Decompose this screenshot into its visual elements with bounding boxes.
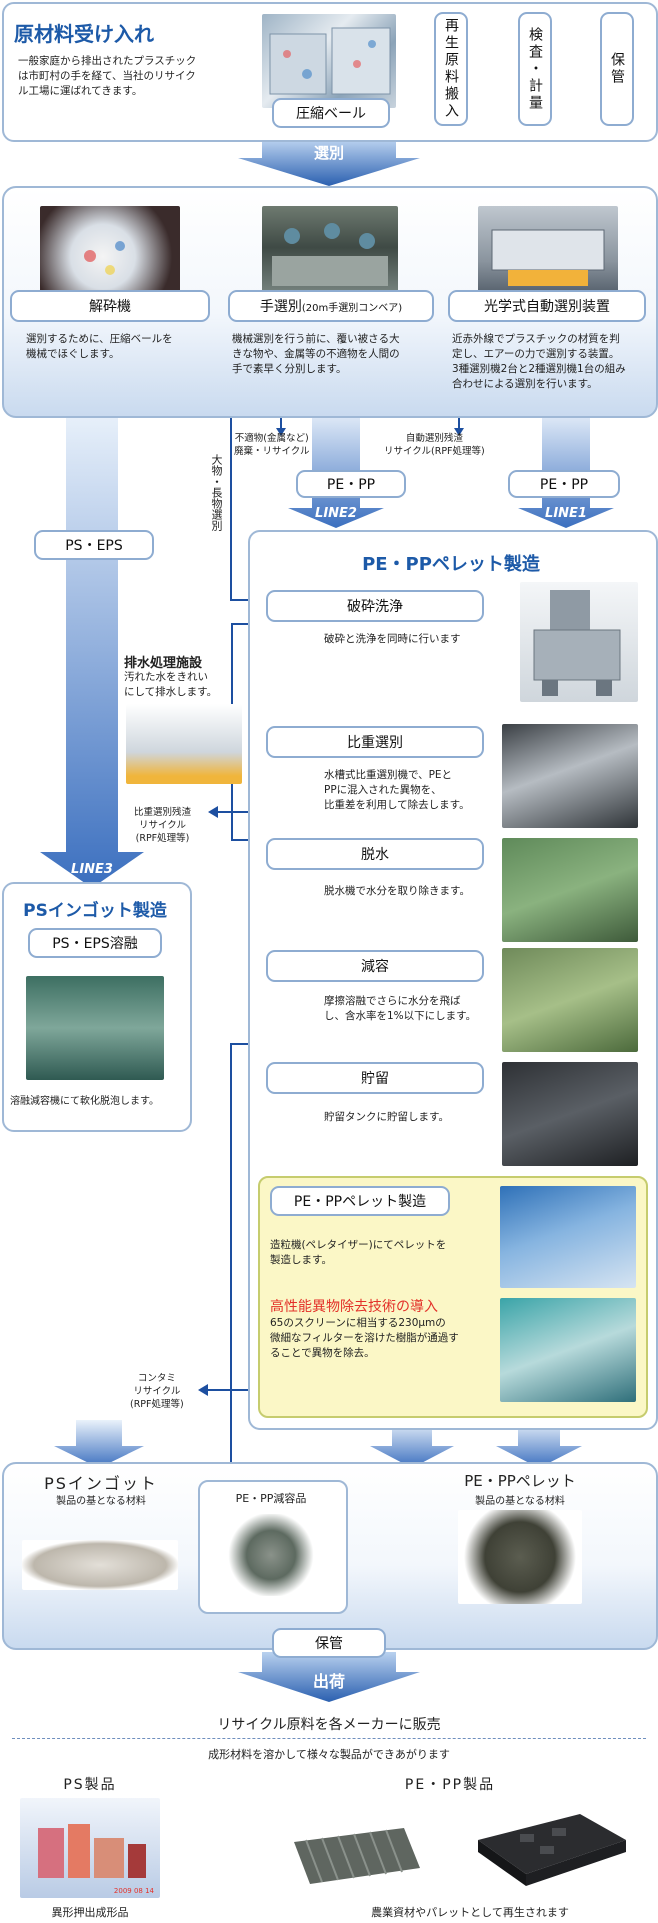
ship-band-label: 出荷 bbox=[312, 1672, 345, 1691]
crusher-label: 解砕機 bbox=[10, 290, 210, 322]
optical-sorter-desc: 近赤外線でプラスチックの材質を判 定し、エアーの力で選別する装置。 3種選別機2… bbox=[452, 333, 626, 390]
ingot-melter-photo bbox=[26, 976, 164, 1080]
pellet-title: PE・PPペレット製造 bbox=[362, 554, 540, 575]
intake-title: 原材料受け入れ bbox=[14, 22, 154, 46]
wastewater-desc: 汚れた水をきれい にして排水します。 bbox=[124, 671, 218, 698]
ingot-desc: 溶融減容機にて軟化脱泡します。 bbox=[10, 1096, 159, 1107]
volume-reducer-photo bbox=[502, 948, 638, 1052]
dewater-photo bbox=[502, 838, 638, 942]
bale-photo bbox=[262, 14, 396, 108]
line3-column bbox=[40, 408, 144, 888]
tech-desc: 65のスクリーンに相当する230μmの 微細なフィルターを溶けた樹脂が通過す る… bbox=[270, 1317, 459, 1359]
note-large-items: 大物・長物選別 bbox=[210, 454, 223, 531]
storage-tank-photo bbox=[502, 1062, 638, 1166]
step-dewater: 脱水 bbox=[266, 838, 484, 870]
note-unsuitable: 不適物(金属など) 廃棄・リサイクル bbox=[234, 433, 310, 457]
dashed-divider bbox=[12, 1738, 646, 1739]
ps-ingot-title: PSインゴット bbox=[44, 1474, 158, 1493]
crusher-desc: 選別するために、圧縮ベールを 機械でほぐします。 bbox=[26, 333, 173, 360]
wastewater-photo bbox=[126, 704, 242, 784]
wastewater-title: 排水処理施設 bbox=[124, 656, 203, 671]
step-inspection: 検査・計量 bbox=[518, 12, 552, 126]
ship-band-arrow bbox=[238, 1652, 420, 1702]
pe-pp-pellet-photo bbox=[458, 1510, 582, 1604]
note-gravity-residue: 比重選別残渣 リサイクル (RPF処理等) bbox=[134, 807, 192, 844]
sale-sub-text: 成形材料を溶かして様々な製品ができあがります bbox=[208, 1748, 450, 1761]
line3-label: LINE3 bbox=[71, 862, 113, 877]
manual-sorting-photo bbox=[262, 206, 398, 298]
arrow-pellet-product-2 bbox=[496, 1420, 582, 1468]
sort-band-label: 選別 bbox=[313, 144, 344, 162]
step-crush-wash: 破砕洗浄 bbox=[266, 590, 484, 622]
ps-products-photo: 2009 08 14 bbox=[20, 1798, 160, 1898]
manual-sorting-label: 手選別(20m手選別コンベア) bbox=[228, 290, 434, 322]
corrugated-sheet-image bbox=[294, 1828, 420, 1884]
line1-label: LINE1 bbox=[545, 506, 587, 521]
ps-ingot-photo bbox=[22, 1540, 178, 1590]
pe-pp-reduced-photo bbox=[226, 1514, 316, 1596]
sale-text: リサイクル原料を各メーカーに販売 bbox=[217, 1717, 441, 1733]
tech-title: 高性能異物除去技術の導入 bbox=[270, 1299, 438, 1315]
note-contami: コンタミ リサイクル (RPF処理等) bbox=[130, 1373, 184, 1410]
crusher-photo bbox=[40, 206, 180, 298]
pe-pp-products-title: PE・PP製品 bbox=[404, 1777, 496, 1793]
crusher-washer-photo bbox=[520, 582, 638, 702]
storage-label: 保管 bbox=[272, 1628, 386, 1658]
sort-band-arrow bbox=[238, 140, 420, 186]
arrow-pellet-product-1 bbox=[370, 1420, 454, 1468]
optical-sorter-photo bbox=[478, 206, 618, 298]
ps-ingot-sub: 製品の基となる材料 bbox=[56, 1496, 146, 1507]
pe-pp-label-line2: PE・PP bbox=[296, 470, 406, 498]
pe-pp-label-line1: PE・PP bbox=[508, 470, 620, 498]
ps-eps-label: PS・EPS bbox=[34, 530, 154, 560]
line1-column bbox=[518, 408, 614, 528]
step-dewater-desc: 脱水機で水分を取り除きます。 bbox=[324, 885, 470, 897]
step-gravity-sort: 比重選別 bbox=[266, 726, 484, 758]
ingot-melt-label: PS・EPS溶融 bbox=[28, 928, 162, 958]
bale-label: 圧縮ベール bbox=[272, 98, 390, 128]
step-volume-reduce-desc: 摩擦溶融でさらに水分を飛ば し、含水率を1%以下にします。 bbox=[324, 995, 477, 1022]
pallet-photo bbox=[470, 1800, 634, 1896]
pe-pp-pellet-title: PE・PPペレット bbox=[464, 1472, 576, 1490]
pelletizer-label: PE・PPペレット製造 bbox=[270, 1186, 450, 1216]
extrusion-products-image bbox=[38, 1824, 146, 1878]
optical-sorter-image bbox=[491, 229, 605, 286]
crusher-washer-image bbox=[533, 590, 621, 696]
line2-column bbox=[288, 408, 384, 528]
ps-products-title: PS製品 bbox=[63, 1777, 117, 1793]
ps-products-caption: 異形押出成形品 bbox=[51, 1906, 129, 1919]
pe-pp-pellet-sub: 製品の基となる材料 bbox=[475, 1496, 565, 1507]
step-volume-reduce: 減容 bbox=[266, 950, 484, 982]
step-crush-wash-desc: 破砕と洗浄を同時に行います bbox=[324, 633, 461, 645]
manual-sorting-desc: 機械選別を行う前に、覆い被さる大 きな物や、金属等の不適物を人間の 手で素早く分… bbox=[232, 333, 400, 375]
pallet-image bbox=[478, 1814, 626, 1886]
step-storage-tank-desc: 貯留タンクに貯留します。 bbox=[324, 1111, 449, 1123]
filter-photo bbox=[500, 1298, 636, 1402]
intake-desc: 一般家庭から排出されたプラスチック は市町村の手を経て、当社のリサイク ル工場に… bbox=[18, 55, 197, 97]
note-auto-residue: 自動選別残渣 リサイクル(RPF処理等) bbox=[384, 433, 485, 457]
crusher-image bbox=[84, 241, 125, 275]
step-storage-in: 保管 bbox=[600, 12, 634, 126]
line2-label: LINE2 bbox=[315, 506, 357, 521]
plastic-bale-image bbox=[269, 27, 391, 95]
manual-sorting-image bbox=[272, 223, 388, 286]
pe-pp-reduced-title: PE・PP減容品 bbox=[235, 1492, 307, 1505]
gravity-sorter-photo bbox=[502, 724, 638, 828]
step-gravity-sort-desc: 水槽式比重選別機で、PEと PPに混入された異物を、 比重差を利用して除去します… bbox=[324, 769, 470, 811]
step-incoming: 再生原料搬入 bbox=[434, 12, 468, 126]
photo-date: 2009 08 14 bbox=[113, 1887, 154, 1895]
pe-pp-products-caption: 農業資材やパレットとして再生されます bbox=[371, 1906, 569, 1919]
pelletizer-desc: 造粒機(ペレタイザー)にてペレットを 製造します。 bbox=[270, 1239, 447, 1266]
arrow-ps-product bbox=[54, 1420, 144, 1468]
step-storage-tank: 貯留 bbox=[266, 1062, 484, 1094]
optical-sorter-label: 光学式自動選別装置 bbox=[448, 290, 646, 322]
pelletizer-photo bbox=[500, 1186, 636, 1288]
ingot-title: PSインゴット製造 bbox=[23, 901, 167, 921]
agri-material-photo bbox=[284, 1812, 428, 1898]
